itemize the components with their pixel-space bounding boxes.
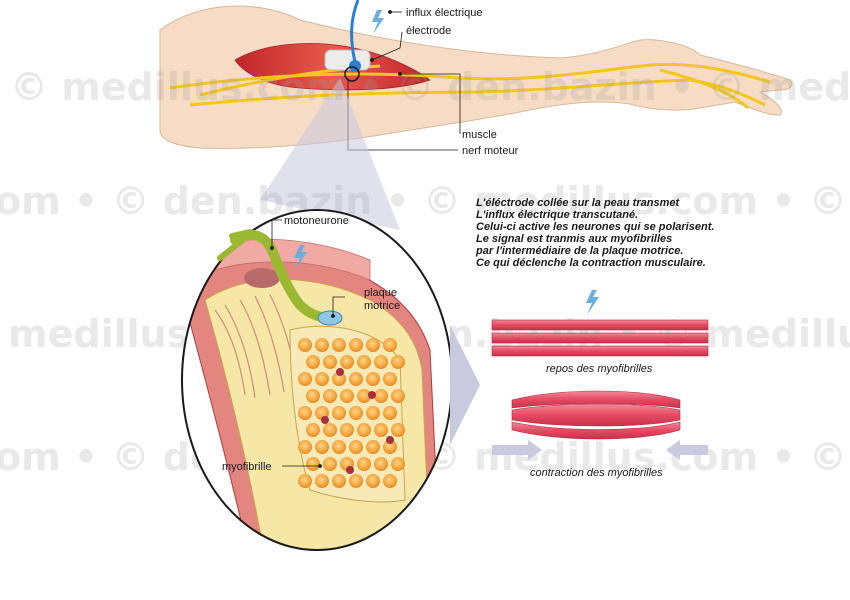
myofibril-cell bbox=[366, 338, 380, 352]
myofibril-cell bbox=[366, 474, 380, 488]
myofibril-cell bbox=[366, 406, 380, 420]
myofibril-cell bbox=[315, 338, 329, 352]
caption-repos: repos des myofibrilles bbox=[546, 363, 653, 375]
electrode-target-ring bbox=[344, 66, 360, 82]
myofibril-cell bbox=[306, 355, 320, 369]
description-line-4: Le signal est tranmis aux myofibrilles bbox=[476, 233, 672, 245]
myofibril-cell bbox=[357, 423, 371, 437]
myofibril-cell bbox=[306, 457, 320, 471]
myofibril-cell bbox=[391, 389, 405, 403]
oval-callouts bbox=[270, 219, 345, 468]
myofibril-cell bbox=[391, 457, 405, 471]
description-line-3: Celui-ci active les neurones qui se pola… bbox=[476, 221, 714, 233]
myofibril-cell bbox=[374, 389, 388, 403]
nucleus-dot bbox=[386, 436, 394, 444]
lightning-icon-fibers bbox=[586, 290, 599, 315]
label-muscle: muscle bbox=[462, 129, 497, 141]
myofibril-cell bbox=[374, 355, 388, 369]
myofibril-cell bbox=[332, 338, 346, 352]
myofibril-cell bbox=[298, 406, 312, 420]
zoom-oval bbox=[181, 209, 453, 551]
nucleus-dot bbox=[346, 466, 354, 474]
myofibril-cell bbox=[306, 423, 320, 437]
myofibril-cell bbox=[323, 355, 337, 369]
myofibril-cell bbox=[383, 406, 397, 420]
electrode-contact bbox=[349, 60, 361, 72]
myofibril-cell bbox=[298, 372, 312, 386]
myofibril-cell bbox=[323, 423, 337, 437]
myofibril-cell bbox=[383, 338, 397, 352]
myofibril-cell bbox=[306, 389, 320, 403]
motoneurone-shape bbox=[217, 229, 343, 326]
myofibril-cell bbox=[391, 355, 405, 369]
myofibril-cell bbox=[349, 338, 363, 352]
myofibril-cell bbox=[349, 406, 363, 420]
myofibril-grid bbox=[298, 338, 405, 488]
myofibril-cell bbox=[374, 423, 388, 437]
myofibril-cell bbox=[340, 355, 354, 369]
nucleus-dot bbox=[336, 368, 344, 376]
arrow-right-contract bbox=[666, 440, 708, 460]
projection-cone bbox=[260, 78, 400, 230]
label-myofibrille: myofibrille bbox=[222, 461, 272, 473]
lightning-icon-arm bbox=[372, 10, 384, 34]
label-influx: influx électrique bbox=[406, 7, 482, 19]
label-plaque-line2: motrice bbox=[364, 300, 400, 312]
myofibrils-rest bbox=[491, 319, 709, 357]
nucleus-dot bbox=[321, 416, 329, 424]
transition-arrow bbox=[450, 325, 480, 445]
watermark-line-2: om • © den.bazin • © medillus.com • © de… bbox=[0, 179, 850, 223]
myofibril-cell bbox=[349, 440, 363, 454]
description-block: L'éléctrode collée sur la peau transmet … bbox=[475, 197, 714, 269]
watermark-line-1: © medillus.com • © den.bazin • © medillu… bbox=[10, 65, 850, 109]
myofibril-cell bbox=[298, 338, 312, 352]
myofibril-cell bbox=[383, 372, 397, 386]
myofibril-cell bbox=[349, 372, 363, 386]
myofibril-cell bbox=[340, 423, 354, 437]
myofibril-cell bbox=[332, 474, 346, 488]
label-electrode: électrode bbox=[406, 25, 451, 37]
nucleus-dot bbox=[368, 391, 376, 399]
myofibril-cell bbox=[323, 457, 337, 471]
myofibril-cell bbox=[383, 440, 397, 454]
myofibril-cell bbox=[366, 372, 380, 386]
myofibril-cell bbox=[315, 474, 329, 488]
myofibril-cell bbox=[349, 474, 363, 488]
description-line-6: Ce qui déclenche la contraction musculai… bbox=[476, 257, 706, 269]
myofibril-cell bbox=[357, 355, 371, 369]
myofibril-cell bbox=[315, 440, 329, 454]
myofibril-cell bbox=[391, 423, 405, 437]
description-line-2: L'influx électrique transcutané. bbox=[476, 209, 638, 221]
lightning-icon-oval bbox=[294, 245, 307, 270]
myofibril-cell bbox=[366, 440, 380, 454]
nerve-paths bbox=[169, 62, 771, 110]
myofibril-cell bbox=[332, 440, 346, 454]
arrow-left-contract bbox=[492, 440, 542, 460]
myofibril-cell bbox=[357, 457, 371, 471]
label-motoneurone: motoneurone bbox=[284, 215, 349, 227]
description-line-5: par l'intermédiaire de la plaque motrice… bbox=[475, 245, 683, 257]
watermark: © medillus.com • © den.bazin • © medillu… bbox=[0, 65, 850, 479]
myofibril-cell bbox=[357, 389, 371, 403]
label-plaque-line1: plaque bbox=[364, 287, 397, 299]
label-nerf-moteur: nerf moteur bbox=[462, 145, 519, 157]
myofibril-cell bbox=[298, 440, 312, 454]
myofibril-cell bbox=[374, 457, 388, 471]
electrode-wire bbox=[350, 0, 360, 63]
myofibril-cell bbox=[332, 372, 346, 386]
myofibril-cell bbox=[340, 389, 354, 403]
myofibril-cell bbox=[323, 389, 337, 403]
myofibrils-contracted bbox=[511, 390, 681, 440]
myofibril-cell bbox=[332, 406, 346, 420]
myofibril-cell bbox=[298, 474, 312, 488]
caption-contraction: contraction des myofibrilles bbox=[530, 467, 663, 479]
myofibril-cell bbox=[383, 474, 397, 488]
myofibril-cell bbox=[315, 372, 329, 386]
description-line-1: L'éléctrode collée sur la peau transmet bbox=[476, 197, 680, 209]
